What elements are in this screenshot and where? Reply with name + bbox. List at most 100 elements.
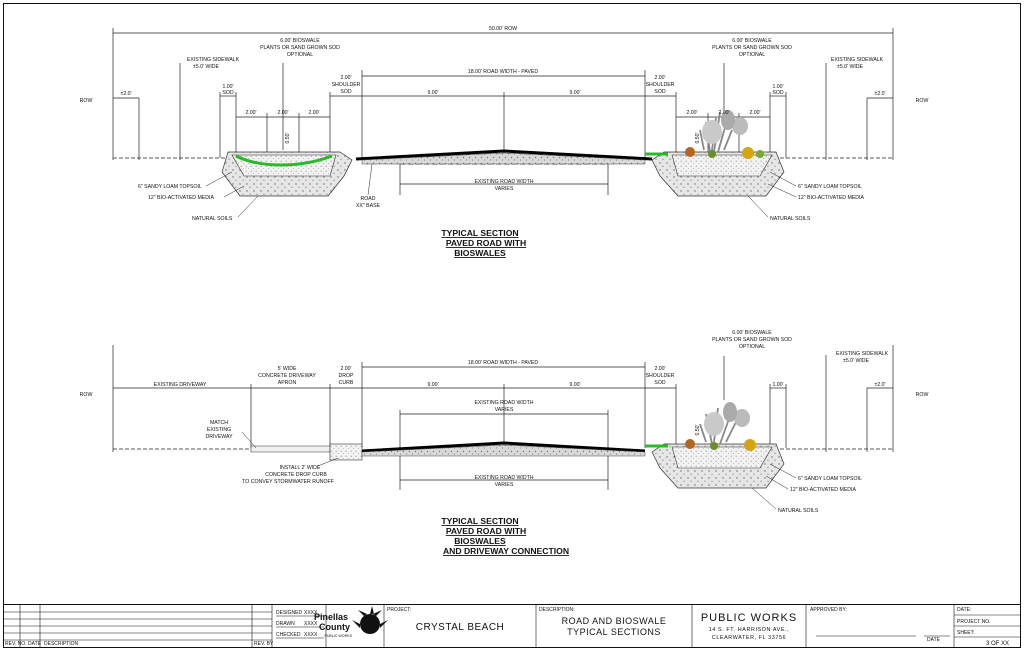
half-width-right: 9.00': [569, 90, 580, 96]
description-line-2: TYPICAL SECTIONS: [567, 627, 661, 637]
sidewalk-left-1: EXISTING SIDEWALK: [187, 57, 240, 63]
logo-county: County: [319, 622, 350, 632]
media-left: 12" BIO-ACTIVATED MEDIA: [148, 195, 214, 201]
bio-media-right: [671, 154, 773, 177]
sidewalk-right-1: EXISTING SIDEWALK: [831, 57, 884, 63]
designed-initials: XXXX: [304, 610, 318, 616]
varies-bot-2: VARIES: [495, 482, 514, 488]
date-label: DATE: [927, 637, 941, 643]
sidewalk-right-2: ±5.0' WIDE: [837, 64, 864, 70]
install-1: INSTALL 2' WIDE: [280, 465, 321, 471]
dept-name: PUBLIC WORKS: [701, 612, 797, 624]
rev-desc-header: DESCRIPTION: [44, 641, 79, 647]
half-width-left: 9.00': [427, 90, 438, 96]
section-2-leaders: [241, 431, 797, 510]
shoulder2-1: 2.00': [654, 366, 665, 372]
road-base-2: [361, 444, 646, 457]
rev-date-header: DATE: [28, 641, 42, 647]
section-1-leaders: [205, 163, 797, 218]
logo-public-works: PUBLIC WORKS: [324, 634, 352, 638]
checked-initials: XXXX: [304, 632, 318, 638]
sod-left-1: 1.00': [222, 84, 233, 90]
logo-pinellas: Pinellas: [314, 612, 348, 622]
dim-left-b: 2.00': [277, 110, 288, 116]
sidewalk2-1: EXISTING SIDEWALK: [836, 351, 889, 357]
shoulder-right-1: 2.00': [654, 75, 665, 81]
bioswale-left-2: PLANTS OR SAND GROWN SOD: [260, 45, 340, 51]
row-left-label: ROW: [80, 98, 93, 104]
drop-curb-2: DROP: [339, 373, 355, 379]
description-line-1: ROAD AND BIOSWALE: [562, 616, 667, 626]
sidewalk-left-2: ±5.0' WIDE: [193, 64, 220, 70]
road-surface-1: [355, 149, 653, 161]
sod-right-1: 1.00': [772, 84, 783, 90]
title-block: REV. NO. DATE DESCRIPTION REV. BY DESIGN…: [3, 604, 1021, 648]
install-3: TO CONVEY STORMWATER RUNOFF: [242, 479, 334, 485]
project-label: PROJECT:: [387, 607, 411, 613]
row-left-2: ROW: [80, 392, 93, 398]
drawn-label: DRAWN: [276, 621, 295, 627]
road-surface-2: [361, 441, 646, 453]
match-3: DRIVEWAY: [205, 434, 233, 440]
section-2-labels: ROW ROW ±2.0' EXISTING DRIVEWAY 5' WIDE …: [80, 330, 929, 488]
match-1: MATCH: [210, 420, 228, 426]
bioswale2-1: 6.00' BIOSWALE: [732, 330, 772, 336]
section-2-notes: 6" SANDY LOAM TOPSOIL 12" BIO-ACTIVATED …: [778, 476, 862, 514]
sod-right-2: SOD: [772, 90, 783, 96]
offset-left: ±2.0': [120, 91, 131, 97]
title-2-line-1: TYPICAL SECTION: [441, 516, 518, 526]
soils-2: NATURAL SOILS: [778, 508, 819, 514]
description-label: DESCRIPTION:: [539, 607, 575, 613]
section-1-labels: 50.00' ROW ROW ROW ±2.0' ±2.0' EXISTING …: [80, 26, 929, 209]
project-no-label: PROJECT NO.: [957, 619, 991, 625]
section-2-title: TYPICAL SECTION PAVED ROAD WITH BIOSWALE…: [441, 516, 569, 556]
apron-1: 5' WIDE: [278, 366, 297, 372]
road-base-label-1: ROAD: [361, 196, 376, 202]
sidewalk2-2: ±5.0' WIDE: [843, 358, 870, 364]
varies-top-2: VARIES: [495, 407, 514, 413]
existing-driveway: EXISTING DRIVEWAY: [154, 382, 207, 388]
match-2: EXISTING: [207, 427, 231, 433]
bio-media-2: [671, 446, 773, 469]
checked-label: CHECKED: [276, 632, 301, 638]
media-2: 12" BIO-ACTIVATED MEDIA: [790, 487, 856, 493]
dim-left-c: 2.00': [308, 110, 319, 116]
sod-left-2: SOD: [222, 90, 233, 96]
title-2-line-3: BIOSWALES: [454, 536, 506, 546]
section-1: [112, 28, 894, 195]
date-field-label: DATE:: [957, 607, 971, 613]
plants-2: [685, 402, 756, 451]
sod-left: [235, 154, 333, 167]
varies-bot-1: EXISTING ROAD WIDTH: [474, 475, 533, 481]
title-1-line-2: PAVED ROAD WITH: [446, 238, 526, 248]
sod-right-s2: 1.00': [772, 382, 783, 388]
existing-road-1: EXISTING ROAD WIDTH: [474, 179, 533, 185]
drop-curb-3: CURB: [339, 380, 354, 386]
shoulder-right-2: SHOULDER: [646, 82, 675, 88]
install-2: CONCRETE DROP CURB: [265, 472, 327, 478]
row-right-2: ROW: [916, 392, 929, 398]
offset-right: ±2.0': [874, 91, 885, 97]
row-total-label: 50.00' ROW: [489, 26, 517, 32]
rev-by-header: REV. BY: [254, 641, 274, 647]
title-2-line-2: PAVED ROAD WITH: [446, 526, 526, 536]
soils-right: NATURAL SOILS: [770, 216, 811, 222]
apron-3: APRON: [278, 380, 297, 386]
title-2-line-4: AND DRIVEWAY CONNECTION: [443, 546, 569, 556]
sheet-label: SHEET:: [957, 630, 975, 636]
soils-left: NATURAL SOILS: [192, 216, 233, 222]
designed-label: DESIGNED: [276, 610, 303, 616]
shoulder-left-3: SOD: [340, 89, 351, 95]
row-right-label: ROW: [916, 98, 929, 104]
title-1-line-1: TYPICAL SECTION: [441, 228, 518, 238]
topsoil-2: 6" SANDY LOAM TOPSOIL: [798, 476, 862, 482]
offset-right-2: ±2.0': [874, 382, 885, 388]
drawn-initials: XXXX: [304, 621, 318, 627]
shoulder-right-3: SOD: [654, 89, 665, 95]
depth-right: 0.50': [695, 132, 701, 143]
road-base-label-2: XX" BASE: [356, 203, 381, 209]
rev-no-header: REV. NO.: [5, 641, 27, 647]
shoulder2-3: SOD: [654, 380, 665, 386]
half-left-2: 9.00': [427, 382, 438, 388]
varies-top-1: EXISTING ROAD WIDTH: [474, 400, 533, 406]
